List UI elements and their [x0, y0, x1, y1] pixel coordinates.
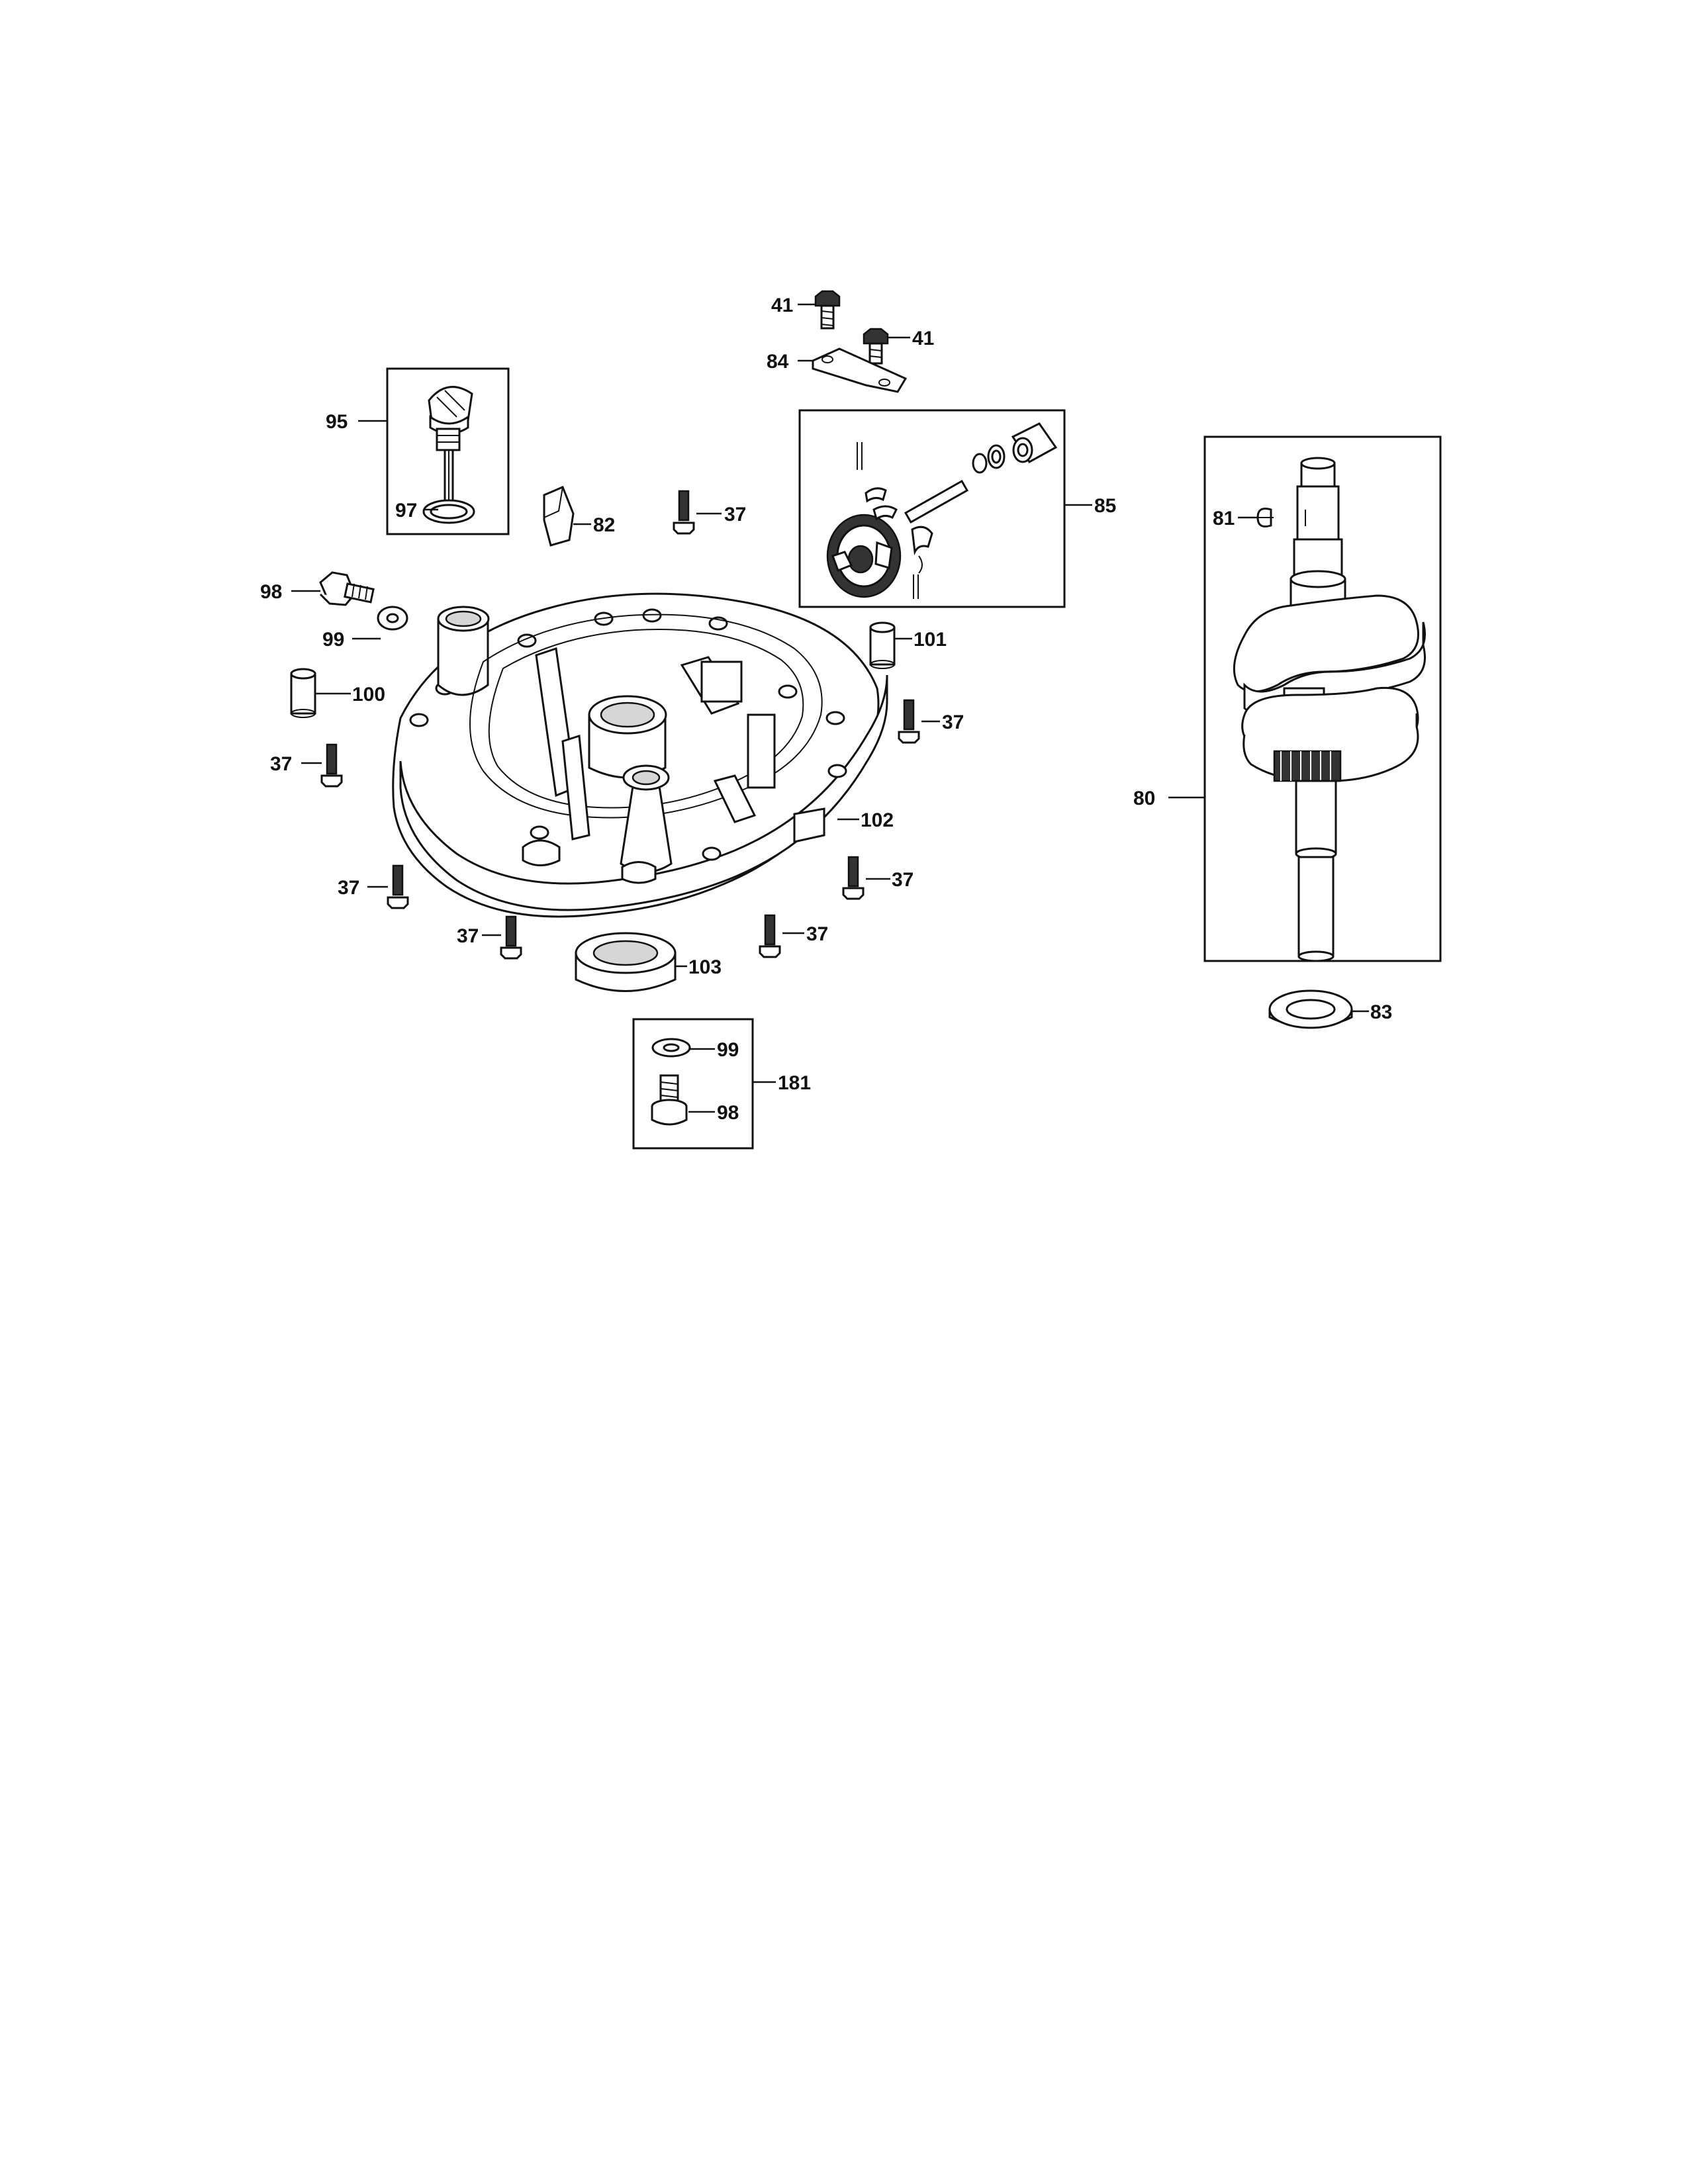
clip-82[interactable]: [543, 486, 575, 547]
callout-37-right-low: 37: [892, 869, 914, 891]
crankshaft-80[interactable]: [1233, 457, 1426, 962]
bushing-101[interactable]: [869, 621, 896, 669]
box-85: [798, 409, 1066, 608]
bolt-37-left-low[interactable]: [387, 864, 409, 909]
screw-41-b[interactable]: [863, 328, 889, 365]
callout-41b: 41: [912, 328, 934, 349]
crankcase-cover-102[interactable]: [392, 592, 888, 918]
bolt-37-bottom-left[interactable]: [500, 915, 522, 960]
callout-37-top: 37: [724, 504, 746, 525]
bolt-37-bottom-mid[interactable]: [759, 914, 781, 958]
callout-37-bottom-mid: 37: [806, 923, 828, 945]
bushing-100[interactable]: [290, 668, 316, 718]
callout-181: 181: [778, 1072, 811, 1094]
o-ring-97[interactable]: [422, 499, 475, 524]
callout-83: 83: [1370, 1001, 1392, 1023]
screw-41-a[interactable]: [814, 290, 841, 330]
oil-seal-103[interactable]: [575, 932, 677, 992]
thrust-washer-83[interactable]: [1268, 989, 1353, 1029]
callout-100: 100: [352, 684, 385, 705]
callout-37-left-low: 37: [338, 877, 359, 899]
woodruff-key-81[interactable]: [1256, 508, 1274, 527]
callout-103: 103: [688, 956, 722, 978]
callout-98-kit: 98: [717, 1102, 739, 1124]
callout-84: 84: [767, 351, 789, 373]
callout-37-right-upper: 37: [942, 711, 964, 733]
callout-85: 85: [1094, 495, 1116, 517]
washer-99-left[interactable]: [377, 606, 408, 631]
callout-99-left: 99: [322, 629, 344, 651]
washer-99-kit[interactable]: [651, 1038, 691, 1058]
callout-99-kit: 99: [717, 1039, 739, 1061]
plate-84[interactable]: [812, 347, 908, 393]
bolt-98-kit[interactable]: [651, 1074, 688, 1126]
oil-cap-95[interactable]: [428, 386, 473, 508]
bolt-37-right-upper[interactable]: [898, 699, 920, 744]
callout-98-left: 98: [260, 581, 282, 603]
callout-102: 102: [861, 809, 894, 831]
bolt-37-right-low[interactable]: [842, 856, 865, 900]
callout-82: 82: [593, 514, 615, 536]
box-95: [386, 367, 510, 535]
bolt-37-left-mid[interactable]: [320, 743, 343, 788]
box-181: [632, 1018, 754, 1150]
callout-41a: 41: [771, 295, 793, 316]
callout-81: 81: [1213, 508, 1235, 529]
callout-95: 95: [326, 411, 348, 433]
bolt-98-left[interactable]: [319, 571, 375, 606]
callout-37-left-mid: 37: [270, 753, 292, 775]
callout-37-bottom-left: 37: [457, 925, 479, 947]
callout-97: 97: [395, 500, 417, 522]
governor-assembly-85[interactable]: [826, 422, 1058, 599]
callout-101: 101: [914, 629, 947, 651]
bolt-37-top[interactable]: [673, 490, 695, 535]
callout-80: 80: [1133, 788, 1155, 809]
